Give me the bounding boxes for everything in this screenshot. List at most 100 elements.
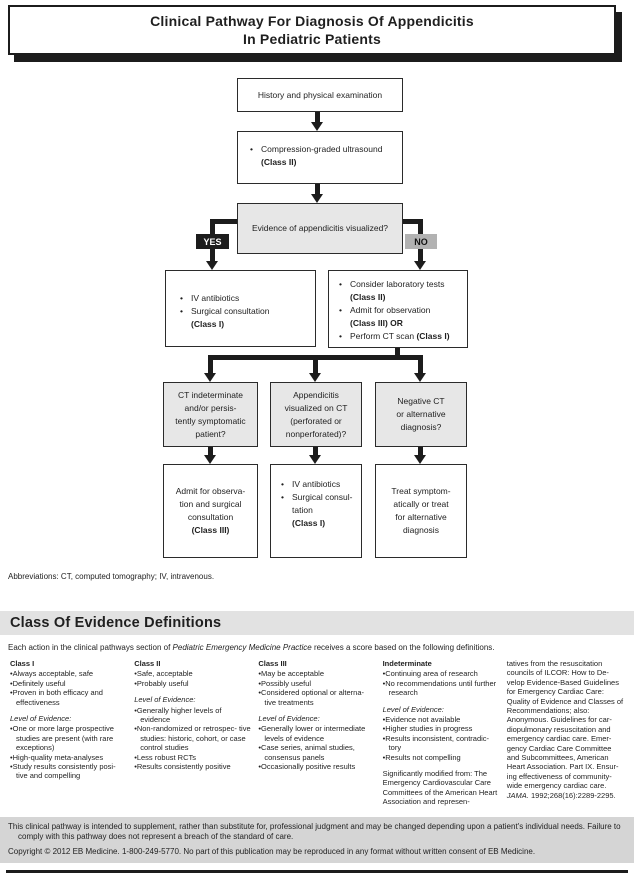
flow-box-q3: Negative CT or alternative diagnosis? [375, 382, 467, 447]
coe-col-class1: Class I Always acceptable, safe Definite… [10, 659, 127, 807]
flow-box-no-result: Consider laboratory tests (Class II) Adm… [328, 270, 468, 348]
coe-col2-loe-label: Level of Evidence: [134, 695, 196, 705]
coe-col3-bullet: Considered optional or alterna- tive tre… [258, 688, 375, 707]
footer-disclaimer: This clinical pathway is intended to sup… [8, 822, 621, 841]
coe-col3-header: Class III [258, 659, 287, 668]
arrow-down-icon [309, 373, 321, 382]
coe-col1-header: Class I [10, 659, 35, 668]
bottom-rule [6, 870, 628, 873]
coe-heading: Class Of Evidence Definitions [10, 615, 222, 631]
a2-bullet-1: IV antibiotics [279, 478, 355, 491]
coe-intro-journal: Pediatric Emergency Medicine Practice [172, 643, 312, 652]
a1-line: tion and surgical [179, 499, 242, 509]
coe-col1-bullet: Always acceptable, safe [10, 669, 127, 678]
flow-box-decision: Evidence of appendicitis visualized? [237, 203, 403, 254]
arrow-down-icon [414, 455, 426, 464]
a2-bullet-2: Surgical consul- [279, 491, 355, 504]
flow-box-a2: IV antibiotics Surgical consul- tation (… [270, 464, 362, 558]
coe-col2-bullet: Results consistently positive [134, 762, 251, 771]
connector-line [210, 219, 215, 234]
coe-col2-bullet: Non-randomized or retrospec- tive studie… [134, 724, 251, 752]
q2-line: visualized on CT [284, 402, 348, 413]
coe-columns: Class I Always acceptable, safe Definite… [10, 659, 624, 807]
arrow-down-icon [204, 373, 216, 382]
flow-box-history: History and physical examination [237, 78, 403, 112]
arrow-down-icon [311, 194, 323, 203]
flow-box-history-text: History and physical examination [257, 89, 383, 100]
no-badge: NO [405, 234, 437, 249]
coe-source-note-part1: Significantly modified from: The Emergen… [382, 769, 498, 807]
q3-line: or alternative [396, 409, 446, 419]
q3-line: diagnosis? [400, 422, 442, 432]
arrow-down-icon [414, 373, 426, 382]
footer-copyright: Copyright © 2012 EB Medicine. 1-800-249-… [8, 847, 536, 856]
q3-line: Negative CT [397, 396, 445, 406]
flow-box-a1: Admit for observa- tion and surgical con… [163, 464, 258, 558]
q1-line: tently symptomatic [175, 415, 246, 426]
coe-col4-bullet: Results not compelling [383, 753, 500, 762]
q2-line: Appendicitis [293, 389, 339, 400]
q1-line: and/or persis- [184, 402, 237, 413]
abbreviations-note: Abbreviations: CT, computed tomography; … [8, 572, 215, 581]
pathway-title-line2: In Pediatric Patients [242, 31, 382, 47]
coe-col2-bullet: Less robust RCTs [134, 753, 251, 762]
coe-col1-bullet: Study results consistently posi- tive an… [10, 762, 127, 781]
coe-intro: Each action in the clinical pathways sec… [8, 643, 495, 652]
footer-disclaimer-box: This clinical pathway is intended to sup… [0, 817, 634, 863]
yes-class: (Class I) [191, 319, 225, 329]
q1-line: CT indeterminate [177, 389, 244, 400]
yes-badge: YES [196, 234, 229, 249]
connector-line [313, 355, 318, 373]
a1-line: Admit for observa- [175, 486, 246, 496]
coe-col1-loe-label: Level of Evidence: [10, 714, 72, 724]
no-bullet-3: Perform CT scan (Class I) [337, 330, 461, 343]
coe-col-citation: tatives from the resuscitation councils … [507, 659, 624, 807]
a1-class: (Class III) [191, 525, 230, 535]
no-class-2: (Class III) OR [350, 318, 403, 328]
connector-line [208, 355, 213, 373]
coe-col4-bullet: No recommendations until further researc… [383, 679, 500, 698]
coe-col4-bullet: Evidence not available [383, 715, 500, 724]
coe-col4-loe-label: Level of Evidence: [382, 704, 444, 714]
coe-col3-loe-label: Level of Evidence: [258, 714, 320, 724]
a3-line: atically or treat [393, 499, 449, 509]
coe-col-class3: Class III May be acceptable Possibly use… [258, 659, 375, 807]
coe-col2-bullet: Generally higher levels of evidence [134, 706, 251, 725]
flow-box-ultrasound: Compression-graded ultrasound (Class II) [237, 131, 403, 184]
coe-col3-bullet: Possibly useful [258, 679, 375, 688]
coe-col3-bullet: Case series, animal studies, consensus p… [258, 743, 375, 762]
connector-line [418, 447, 423, 456]
a1-line: consultation [187, 512, 234, 522]
connector-line [315, 112, 320, 125]
a3-line: diagnosis [403, 525, 439, 535]
connector-line [210, 219, 237, 224]
no-bullet-3-text: Perform CT scan [350, 331, 417, 341]
no-class-1: (Class II) [350, 292, 386, 302]
coe-citation-text: tatives from the resuscitation councils … [506, 659, 624, 791]
coe-col4-bullet: Higher studies in progress [383, 724, 500, 733]
q2-line: (perforated or [290, 415, 342, 426]
coe-col2-bullet: Probably useful [134, 679, 251, 688]
q2-line: nonperforated)? [285, 428, 347, 439]
no-bullet-1: Consider laboratory tests [337, 278, 461, 291]
arrow-down-icon [206, 261, 218, 270]
coe-col2-bullet: Safe, acceptable [134, 669, 251, 678]
coe-citation-journal: JAMA. [506, 790, 529, 800]
a2-bullet-2-cont: tation [292, 505, 313, 515]
coe-col2-header: Class II [134, 659, 161, 668]
yes-bullet-2: Surgical consultation [178, 305, 309, 318]
coe-source-note-part2: tatives from the resuscitation councils … [507, 659, 624, 800]
coe-col4-header: Indeterminate [382, 659, 432, 668]
connector-line [418, 249, 423, 262]
pathway-title-box: Clinical Pathway For Diagnosis Of Append… [8, 5, 616, 55]
a2-class: (Class I) [292, 518, 326, 528]
coe-col4-bullet: Results inconsistent, contradic- tory [383, 734, 500, 753]
yes-bullet-1: IV antibiotics [178, 292, 309, 305]
a3-line: for alternative [395, 512, 447, 522]
flow-box-yes-result: IV antibiotics Surgical consultation (Cl… [165, 270, 316, 347]
arrow-down-icon [414, 261, 426, 270]
a3-line: Treat symptom- [391, 486, 451, 496]
connector-line [418, 219, 423, 234]
flow-box-q2: Appendicitis visualized on CT (perforate… [270, 382, 362, 447]
coe-citation-ref: 1992;268(16):2289-2295. [528, 790, 616, 800]
